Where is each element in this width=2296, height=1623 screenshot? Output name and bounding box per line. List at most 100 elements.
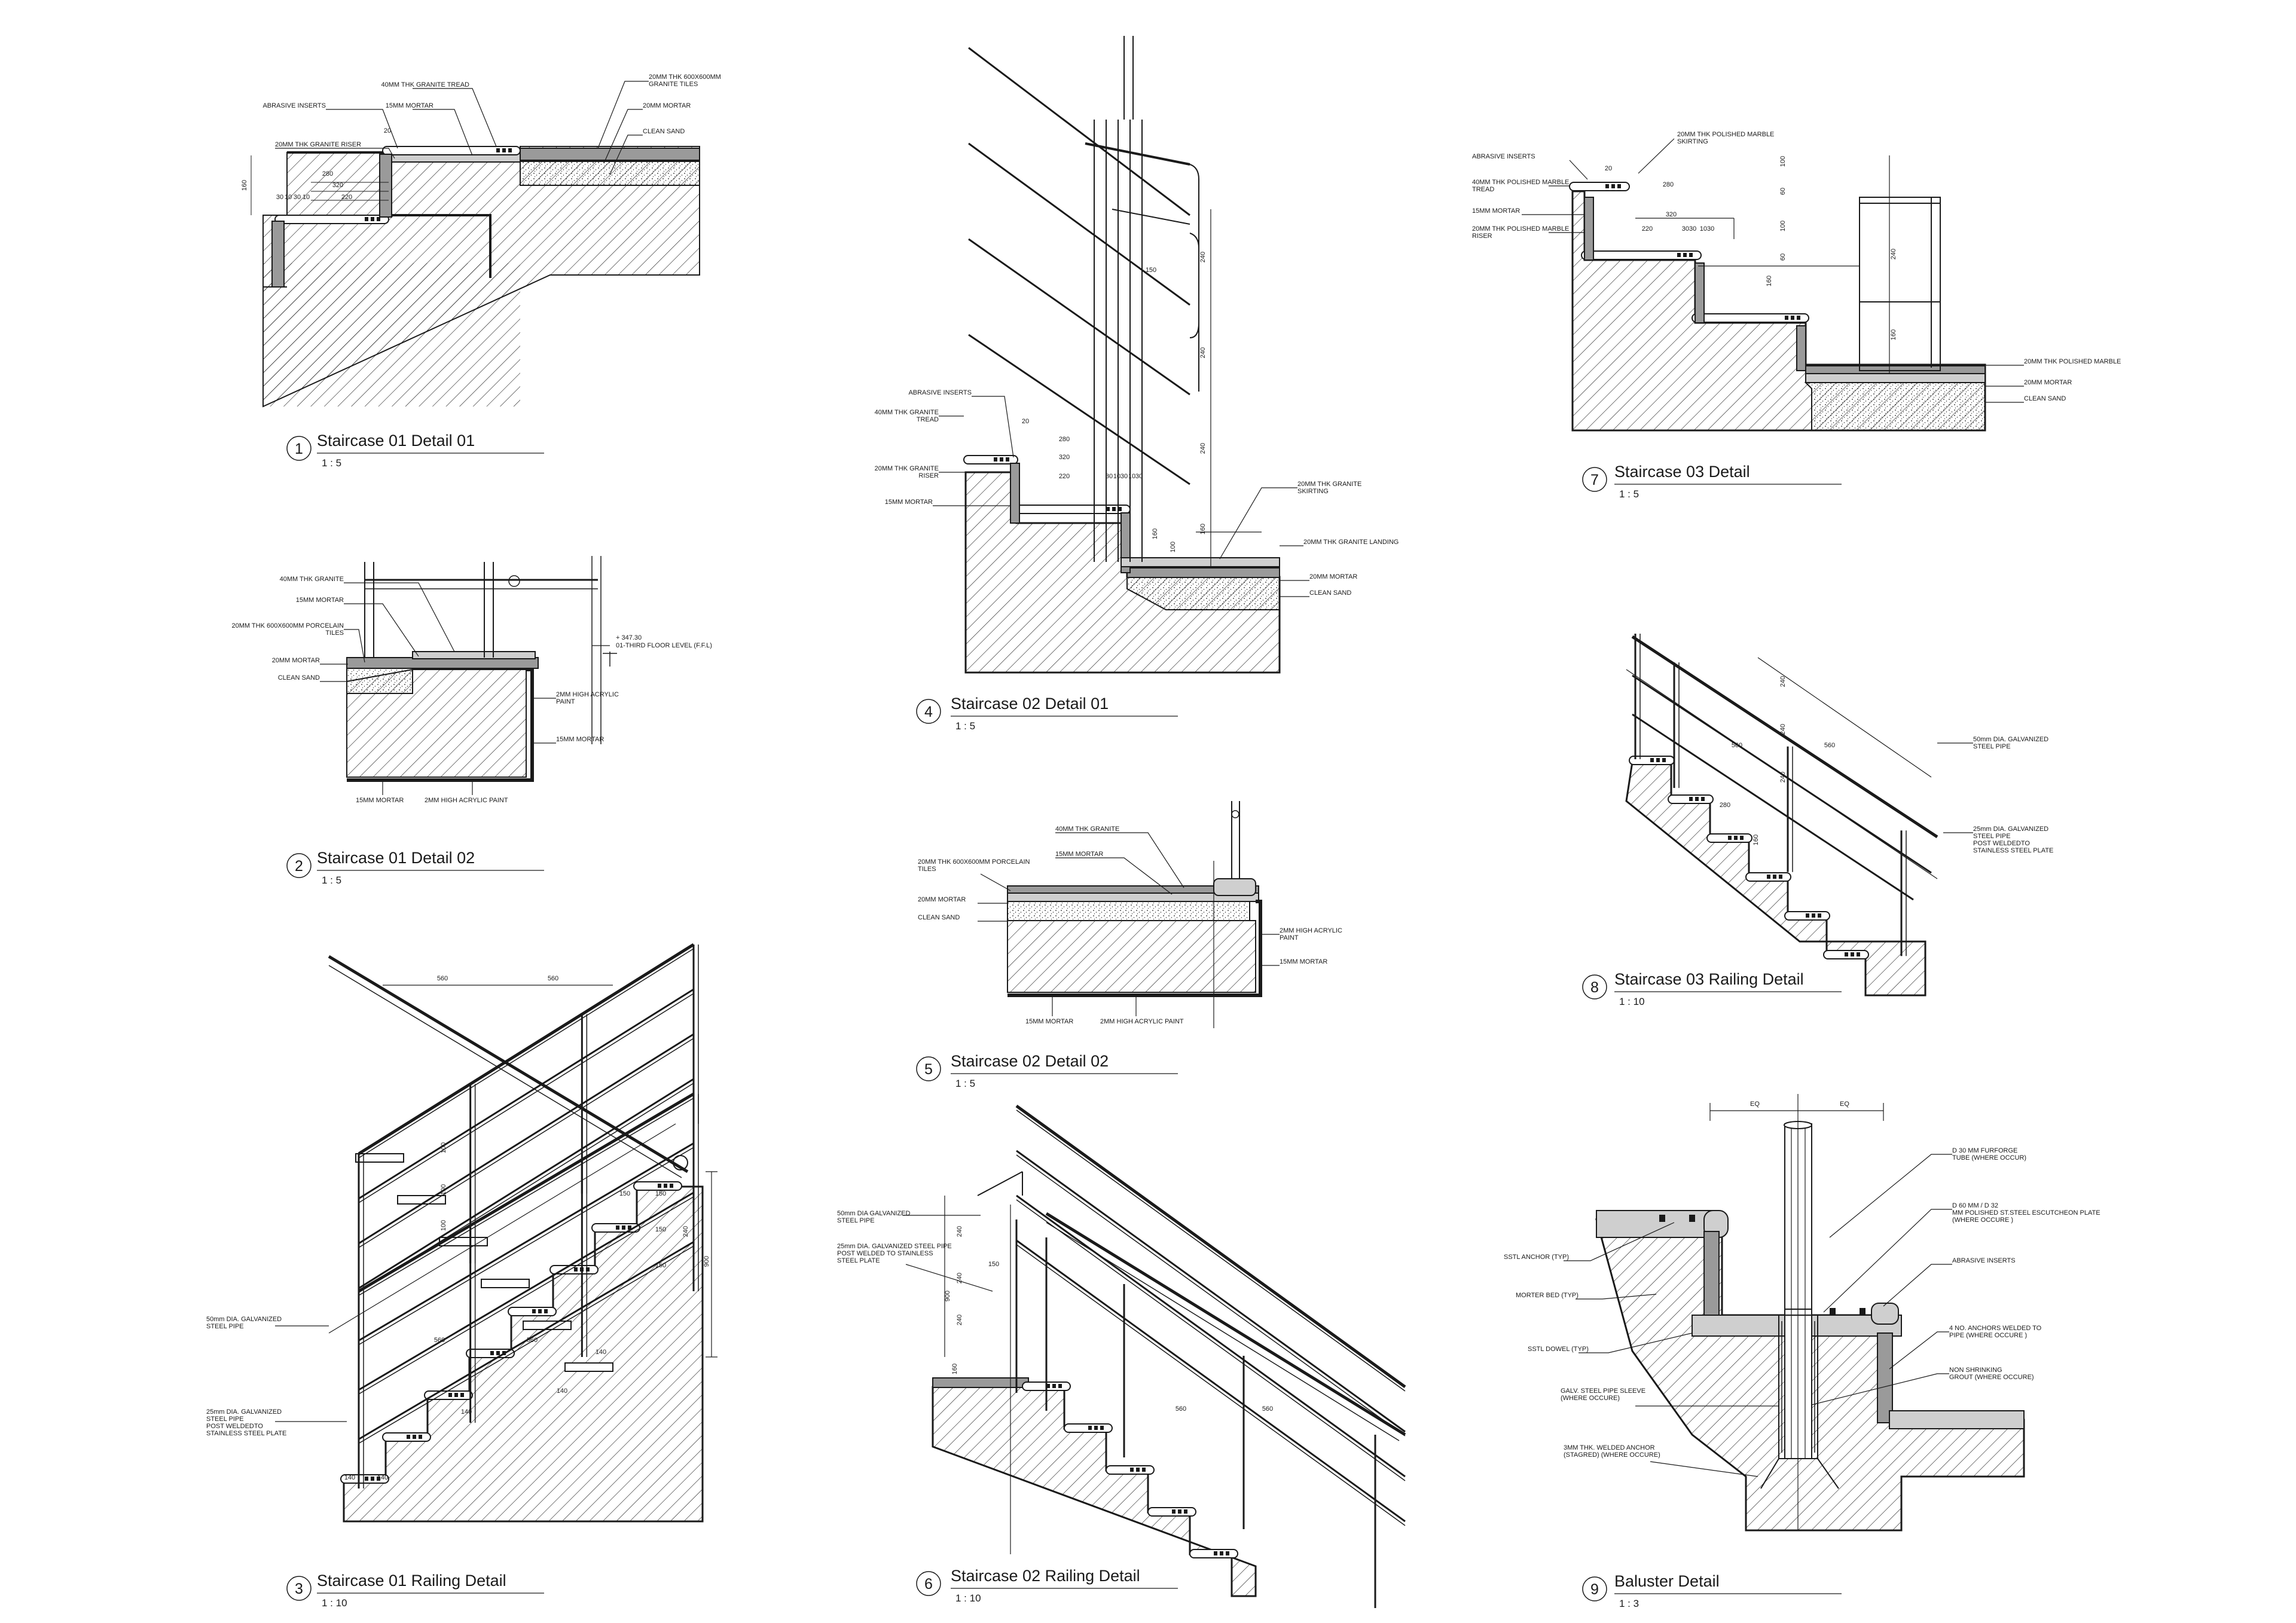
abrasive-insert [371, 1477, 374, 1481]
note-line: GALV. STEEL PIPE SLEEVE [1561, 1387, 1645, 1395]
dimension-label: 280 [1059, 436, 1070, 443]
abrasive-insert [407, 1435, 410, 1439]
dimension-label: 10 [1113, 473, 1120, 480]
callout-note: SSTL ANCHOR (TYP) [1504, 1222, 1675, 1261]
note-line: GRANITE TILES [649, 81, 698, 88]
tread-top [1596, 1210, 1717, 1238]
callout-note: 40MM THK GRANITE [1055, 826, 1184, 888]
detail-number-bubble [916, 699, 941, 724]
abrasive-insert [1767, 875, 1770, 879]
marble-riser [1584, 197, 1594, 261]
note-label: SSTL DOWEL (TYP) [1528, 1346, 1589, 1353]
leader-line [1811, 1373, 1949, 1405]
abrasive-insert [1851, 952, 1854, 956]
rail-pipe-edge [358, 1147, 694, 1346]
mortar-layer [412, 651, 536, 659]
note-label: 3MM THK. WELDED ANCHOR(STAGRED) (WHERE O… [1564, 1444, 1660, 1459]
abrasive-insert [622, 1225, 625, 1230]
dimension-label: 30 [1106, 473, 1113, 480]
leader-line [972, 396, 1014, 458]
note-line: GROUT (WHERE OCCURE) [1949, 1374, 2034, 1381]
rail-pipe-edge [358, 993, 694, 1203]
dimension-label: 560 [548, 975, 558, 982]
callout-note: 20MM THK GRANITE RISER [275, 141, 395, 159]
note-line: POST WELDEDTO [1973, 840, 2030, 847]
note-label: CLEAN SAND [1309, 589, 1351, 597]
rail-pipe [968, 238, 1190, 396]
rail-pipe-edge [1016, 1109, 1406, 1392]
detail-number-bubble [286, 1576, 312, 1601]
abrasive-insert [664, 1184, 667, 1188]
dimension-label: 100 [440, 1184, 447, 1195]
dimension-label: 150 [988, 1261, 999, 1268]
note-line: STAINLESS STEEL PLATE [1973, 847, 2053, 854]
note-line: TREAD [1472, 186, 1494, 193]
abrasive-insert [1845, 952, 1848, 956]
upper-tread [481, 1279, 530, 1288]
abrasive-insert [1683, 253, 1687, 257]
dimension-label: 150 [1146, 267, 1156, 274]
note-label: ABRASIVE INSERTS [262, 102, 326, 109]
leader-line [413, 109, 473, 156]
note-label: + 347.30 [616, 634, 642, 641]
leader-line [1650, 1461, 1758, 1477]
rail-pipe-edge [358, 948, 694, 1159]
abrasive-insert [1860, 1308, 1866, 1315]
line [977, 1171, 1023, 1196]
detail-number: 5 [924, 1061, 933, 1078]
abrasive-insert [1779, 875, 1782, 879]
note-line: STAINLESS STEEL PLATE [206, 1430, 286, 1437]
callout-note: 20MM MORTAR [272, 657, 348, 665]
detail-number-bubble [286, 436, 312, 461]
callout-note: MORTER BED (TYP) [1516, 1292, 1657, 1300]
rail-pipe-edge [1016, 1154, 1406, 1436]
callout-note: 20MM MORTAR [603, 102, 691, 164]
callout-note: 20MM THK GRANITE LANDING [1280, 539, 1399, 546]
detail-scale: 1 : 5 [322, 457, 341, 469]
tread-nosing [274, 215, 389, 224]
note-line: PIPE (WHERE OCCURE ) [1949, 1332, 2027, 1339]
notes-layer: 40MM THK GRANITE TREAD 20MM THK 600X600MM… [206, 74, 2121, 1481]
callout-note: 15MM MORTAR [1262, 958, 1327, 966]
detail-number: 1 [295, 441, 303, 457]
detail-7-drawing [1569, 155, 1986, 432]
rail-pipe [1015, 1104, 1406, 1389]
abrasive-insert [1689, 253, 1693, 257]
leader-line [1638, 138, 1675, 174]
note-line: 40MM THK GRANITE [875, 409, 939, 416]
dimension-label: 140 [377, 1474, 388, 1481]
rail-end-cap [673, 1155, 688, 1170]
dimension-label: 280 [1720, 802, 1730, 809]
callout-note: ABRASIVE INSERTS [1883, 1257, 2016, 1307]
abrasive-insert [490, 1351, 494, 1355]
note-label: 20MM THK POLISHED MARBLE [2024, 358, 2121, 365]
note-line: 20MM THK 600X600MM PORCELAIN [232, 622, 344, 629]
leader-line [603, 109, 643, 164]
dimension-label: 3030 [1682, 225, 1696, 233]
abrasive-insert [1662, 758, 1666, 762]
line [1085, 142, 1190, 166]
abrasive-insert [1130, 1468, 1134, 1472]
dimension-label: 30 [1120, 473, 1128, 480]
riser-finish [1877, 1332, 1893, 1423]
detail-number-bubble [1582, 467, 1607, 492]
dimension-label: 20 [384, 127, 391, 135]
dimension-label: 160 [241, 180, 248, 191]
leader-line [326, 109, 398, 149]
leader-line [1578, 1332, 1693, 1353]
note-line: 50mm DIA GALVANIZED [837, 1210, 911, 1217]
dimension-label: 240 [1199, 347, 1207, 358]
abrasive-insert [365, 1477, 368, 1481]
upper-tread [564, 1362, 613, 1372]
dimension-label: 60 [1779, 188, 1787, 195]
abrasive-insert [1112, 507, 1116, 511]
